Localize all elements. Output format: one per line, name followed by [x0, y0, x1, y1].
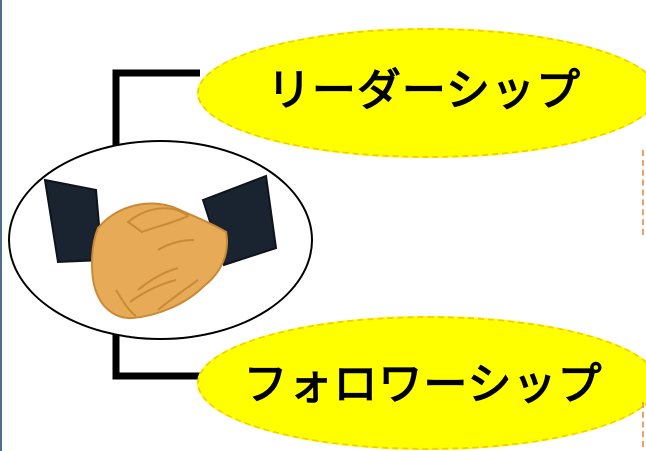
followership-label: フォロワーシップ [243, 359, 603, 410]
side-dash-bottom [642, 402, 644, 447]
page-left-border [0, 0, 2, 451]
side-dash-top [642, 150, 644, 235]
handshake-icon [43, 174, 278, 320]
followership-node: フォロワーシップ [197, 316, 646, 450]
leadership-label: リーダーシップ [266, 65, 582, 116]
leadership-node: リーダーシップ [197, 28, 646, 158]
